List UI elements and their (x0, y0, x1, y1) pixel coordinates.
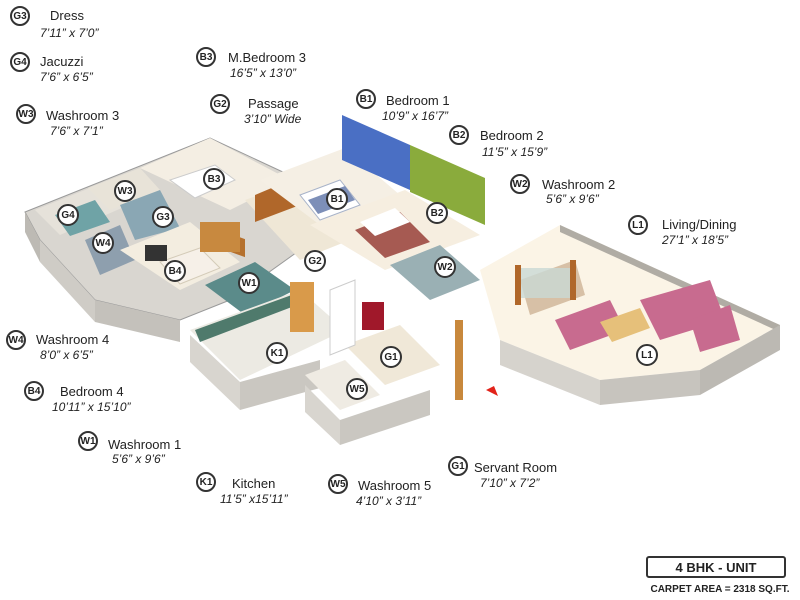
plan-badge-b4: B4 (164, 260, 186, 282)
legend-name-b1: Bedroom 1 (386, 93, 450, 108)
legend-name-g4: Jacuzzi (40, 54, 84, 69)
legend-dims-b3: 16’5” x 13’0” (230, 66, 297, 80)
legend-badge-w1: W1 (78, 431, 98, 451)
legend-dims-w2: 5’6” x 9’6” (546, 192, 599, 206)
legend-badge-b4: B4 (24, 381, 44, 401)
plan-badge-w3: W3 (114, 180, 136, 202)
plan-badge-w1: W1 (238, 272, 260, 294)
legend-name-l1: Living/Dining (662, 217, 737, 232)
legend-badge-b1: B1 (356, 89, 376, 109)
plan-badge-w2: W2 (434, 256, 456, 278)
legend-badge-g2: G2 (210, 94, 230, 114)
legend-badge-g1: G1 (448, 456, 468, 476)
carpet-area: CARPET AREA = 2318 SQ.FT. (650, 584, 790, 595)
legend-badge-g4: G4 (10, 52, 30, 72)
legend-badge-k1: K1 (196, 472, 216, 492)
legend-badge-w4: W4 (6, 330, 26, 350)
plan-badge-g1: G1 (380, 346, 402, 368)
unit-title: 4 BHK - UNIT (675, 559, 757, 575)
plan-badge-b1: B1 (326, 188, 348, 210)
plan-badge-g4: G4 (57, 204, 79, 226)
legend-name-g2: Passage (248, 96, 299, 111)
legend-dims-b4: 10’11” x 15’10” (52, 400, 131, 414)
plan-badge-b2: B2 (426, 202, 448, 224)
plan-badge-k1: K1 (266, 342, 288, 364)
legend-name-w5: Washroom 5 (358, 478, 432, 493)
legend-badge-w5: W5 (328, 474, 348, 494)
plan-badge-l1: L1 (636, 344, 658, 366)
legend-badge-b3: B3 (196, 47, 216, 67)
legend-name-w1: Washroom 1 (108, 437, 182, 452)
floor-slab (24, 115, 780, 445)
plan-badge-b3: B3 (203, 168, 225, 190)
legend-badge-b2: B2 (449, 125, 469, 145)
legend-dims-g2: 3’10” Wide (244, 112, 302, 126)
legend-badge-w3: W3 (16, 104, 36, 124)
legend-badge-l1: L1 (628, 215, 648, 235)
unit-type-box: 4 BHK - UNIT (646, 556, 786, 578)
legend-dims-b1: 10’9” x 16’7” (382, 109, 449, 123)
legend-dims-w3: 7’6” x 7’1” (50, 124, 103, 138)
legend-dims-g1: 7’10” x 7’2” (480, 476, 540, 490)
legend-dims-g4: 7’6” x 6’5” (40, 70, 93, 84)
legend-badge-w2: W2 (510, 174, 530, 194)
legend-dims-w1: 5’6” x 9’6” (112, 452, 165, 466)
legend-dims-b2: 11’5” x 15’9” (482, 145, 548, 159)
legend-name-g3: Dress (50, 8, 84, 23)
legend-name-w3: Washroom 3 (46, 108, 120, 123)
legend-name-b2: Bedroom 2 (480, 128, 544, 143)
plan-badge-w4: W4 (92, 232, 114, 254)
legend-dims-w5: 4’10” x 3’11” (356, 494, 422, 508)
legend-name-w2: Washroom 2 (542, 177, 616, 192)
plan-badge-g3: G3 (152, 206, 174, 228)
plan-badge-g2: G2 (304, 250, 326, 272)
legend-dims-k1: 11’5” x15’11” (220, 492, 288, 506)
legend-dims-l1: 27’1” x 18’5” (662, 233, 729, 247)
legend-name-w4: Washroom 4 (36, 332, 110, 347)
legend-name-b4: Bedroom 4 (60, 384, 124, 399)
legend-dims-w4: 8’0” x 6’5” (40, 348, 93, 362)
legend-name-b3: M.Bedroom 3 (228, 50, 307, 65)
legend-dims-g3: 7’11” x 7’0” (40, 26, 99, 40)
legend-name-k1: Kitchen (232, 476, 276, 491)
plan-badge-w5: W5 (346, 378, 368, 400)
legend-name-g1: Servant Room (474, 460, 558, 475)
legend-badge-g3: G3 (10, 6, 30, 26)
